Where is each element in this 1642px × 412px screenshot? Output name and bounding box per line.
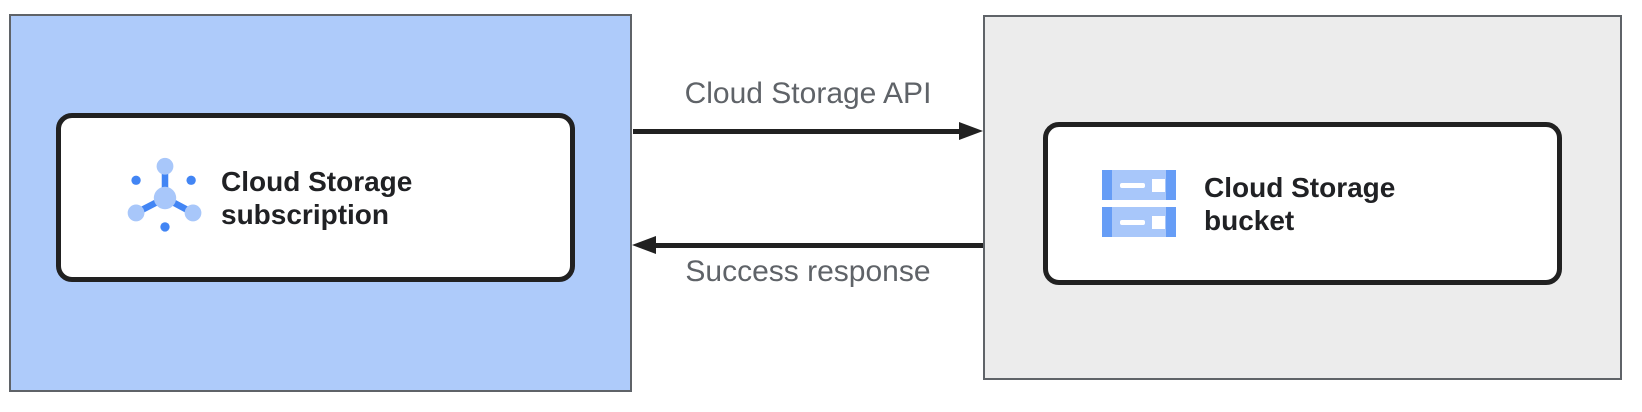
cloud-storage-bucket-icon — [1102, 170, 1176, 237]
response-arrow-label: Success response — [685, 255, 931, 288]
arrowhead-left-icon — [632, 236, 656, 254]
response-arrow — [632, 236, 983, 254]
request-arrow — [633, 122, 983, 140]
arrowhead-right-icon — [959, 122, 983, 140]
cloud-storage-bucket-node: Cloud Storage bucket — [1043, 122, 1562, 285]
request-arrow-label: Cloud Storage API — [684, 77, 932, 110]
cloud-storage-subscription-node: Cloud Storage subscription — [56, 113, 575, 282]
response-arrow-line — [656, 242, 983, 248]
request-arrow-line — [633, 128, 959, 134]
pubsub-subscription-icon — [127, 157, 202, 232]
subscription-node-label: Cloud Storage subscription — [221, 165, 413, 230]
bucket-node-label: Cloud Storage bucket — [1204, 171, 1396, 236]
